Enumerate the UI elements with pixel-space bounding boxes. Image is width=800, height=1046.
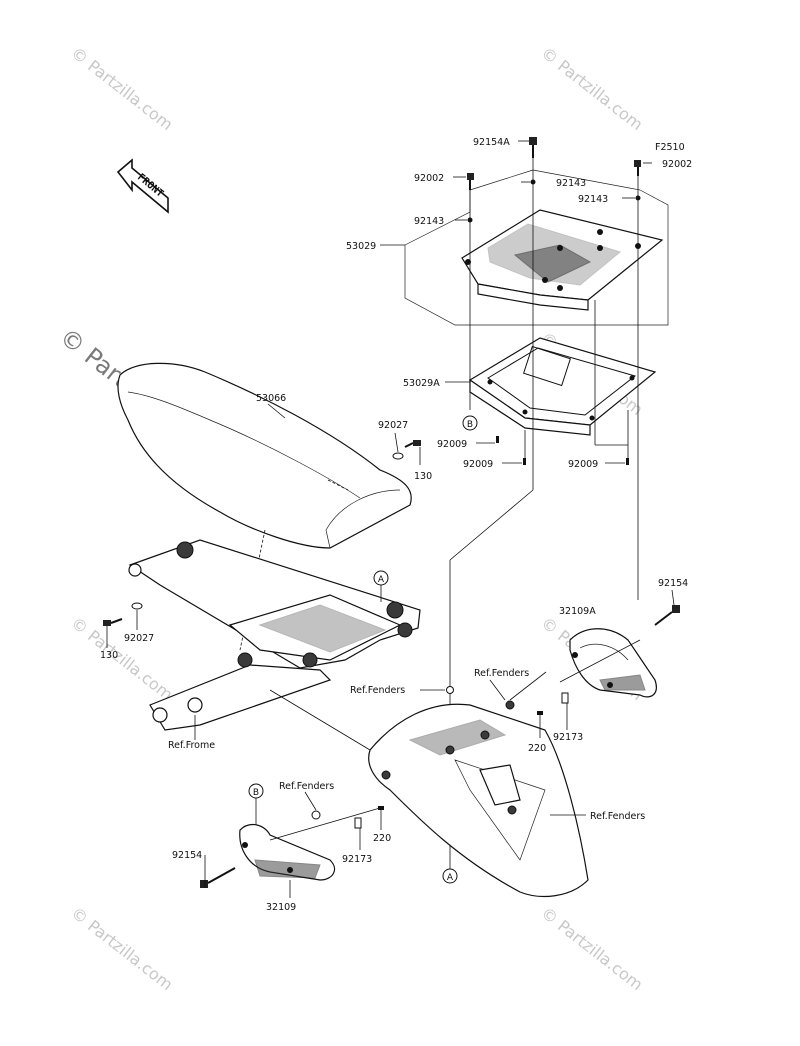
label-screw-92009-a: 92009 xyxy=(437,439,467,450)
screw-92009-c-icon xyxy=(626,458,629,465)
label-bolt-92002-left: 92002 xyxy=(414,173,444,184)
frame xyxy=(128,539,421,751)
rear-fender xyxy=(368,703,589,898)
marker-b-top: B xyxy=(462,415,478,431)
label-ref-fenders-right: Ref.Fenders xyxy=(590,811,645,822)
label-bolt-92154a: 92154A xyxy=(473,137,510,148)
label-clip-92173-right: 92173 xyxy=(553,732,583,743)
label-ref-fenders-right-upper: Ref.Fenders xyxy=(474,668,529,679)
clip-92173-left-icon xyxy=(354,817,362,829)
seat-bolt-right-icon xyxy=(404,440,421,448)
clip-220-right-icon xyxy=(537,711,543,715)
marker-b-bottom-label: B xyxy=(253,788,259,798)
label-ref-frame: Ref.Frome xyxy=(168,740,215,751)
fender-washer-center-icon xyxy=(446,686,454,694)
rack-assembly xyxy=(404,169,669,326)
watermark-top-right: © Partzilla.com xyxy=(538,43,647,134)
seat-washer-left-icon xyxy=(131,602,143,610)
bolt-92154a-icon xyxy=(529,137,537,158)
seat-bolt-left-icon xyxy=(103,618,123,626)
bolt-92154-right-icon xyxy=(654,605,680,626)
bolt-92002-right-icon xyxy=(634,160,641,176)
collar-92143-top-icon xyxy=(530,179,536,185)
label-rack-plate: 53029A xyxy=(403,378,440,389)
bolt-92002-left-icon xyxy=(467,173,474,190)
label-collar-92143-left: 92143 xyxy=(414,216,444,227)
label-seat-washer-right: 92027 xyxy=(378,420,408,431)
label-ref-fenders-left: Ref.Fenders xyxy=(279,781,334,792)
rack-plate xyxy=(468,337,657,436)
label-collar-92143-top: 92143 xyxy=(556,178,586,189)
label-seat-bolt-left: 130 xyxy=(100,650,118,661)
label-ref-fenders-center: Ref.Fenders xyxy=(350,685,405,696)
marker-b-bottom: B xyxy=(248,783,264,826)
grip-left xyxy=(239,823,335,881)
label-clip-92173-left: 92173 xyxy=(342,854,372,865)
label-collar-92143-right: 92143 xyxy=(578,194,608,205)
label-clip-220-right: 220 xyxy=(528,743,546,754)
clip-220-left-icon xyxy=(378,806,384,810)
grip-right xyxy=(569,628,657,698)
seat-washer-right-icon xyxy=(392,452,404,460)
screw-92009-a-icon xyxy=(496,436,499,443)
marker-b-top-label: B xyxy=(467,420,473,430)
label-bolt-92154-right: 92154 xyxy=(658,578,688,589)
label-screw-92009-c: 92009 xyxy=(568,459,598,470)
leader-lines-top xyxy=(380,140,652,464)
watermark-bottom-left: © Partzilla.com xyxy=(68,903,177,994)
label-rack-assembly: 53029 xyxy=(346,241,376,252)
label-seat-washer-left: 92027 xyxy=(124,633,154,644)
fender-nut-right-icon xyxy=(505,700,515,710)
label-seat: 53066 xyxy=(256,393,286,404)
marker-a-bottom: A xyxy=(442,868,458,884)
collar-92143-right-icon xyxy=(635,195,641,201)
marker-a-top: A xyxy=(373,570,389,602)
front-arrow-icon: FRONT xyxy=(116,158,169,214)
watermark-bottom-right: © Partzilla.com xyxy=(538,903,647,994)
label-bolt-92002-right: 92002 xyxy=(662,159,692,170)
watermark-mid-left: © Partzilla.com xyxy=(68,613,177,704)
marker-a-bottom-label: A xyxy=(447,873,454,883)
watermark-top-left: © Partzilla.com xyxy=(68,43,177,134)
screw-92009-b-icon xyxy=(523,458,526,465)
label-grip-right: 32109A xyxy=(559,606,596,617)
fender-nut-left-icon xyxy=(311,810,321,820)
label-bolt-92154-left: 92154 xyxy=(172,850,202,861)
clip-92173-right-icon xyxy=(561,692,569,704)
label-screw-92009-b: 92009 xyxy=(463,459,493,470)
label-seat-bolt-right: 130 xyxy=(414,471,432,482)
marker-a-top-label: A xyxy=(378,575,385,585)
label-grip-left: 32109 xyxy=(266,902,296,913)
callout-labels: 53066 92027 130 92027 130 53029 53029A 9… xyxy=(100,137,692,913)
diagram-code: F2510 xyxy=(655,142,685,153)
collar-92143-left-icon xyxy=(467,217,473,223)
label-clip-220-left: 220 xyxy=(373,833,391,844)
bolt-92154-left-icon xyxy=(200,867,236,888)
